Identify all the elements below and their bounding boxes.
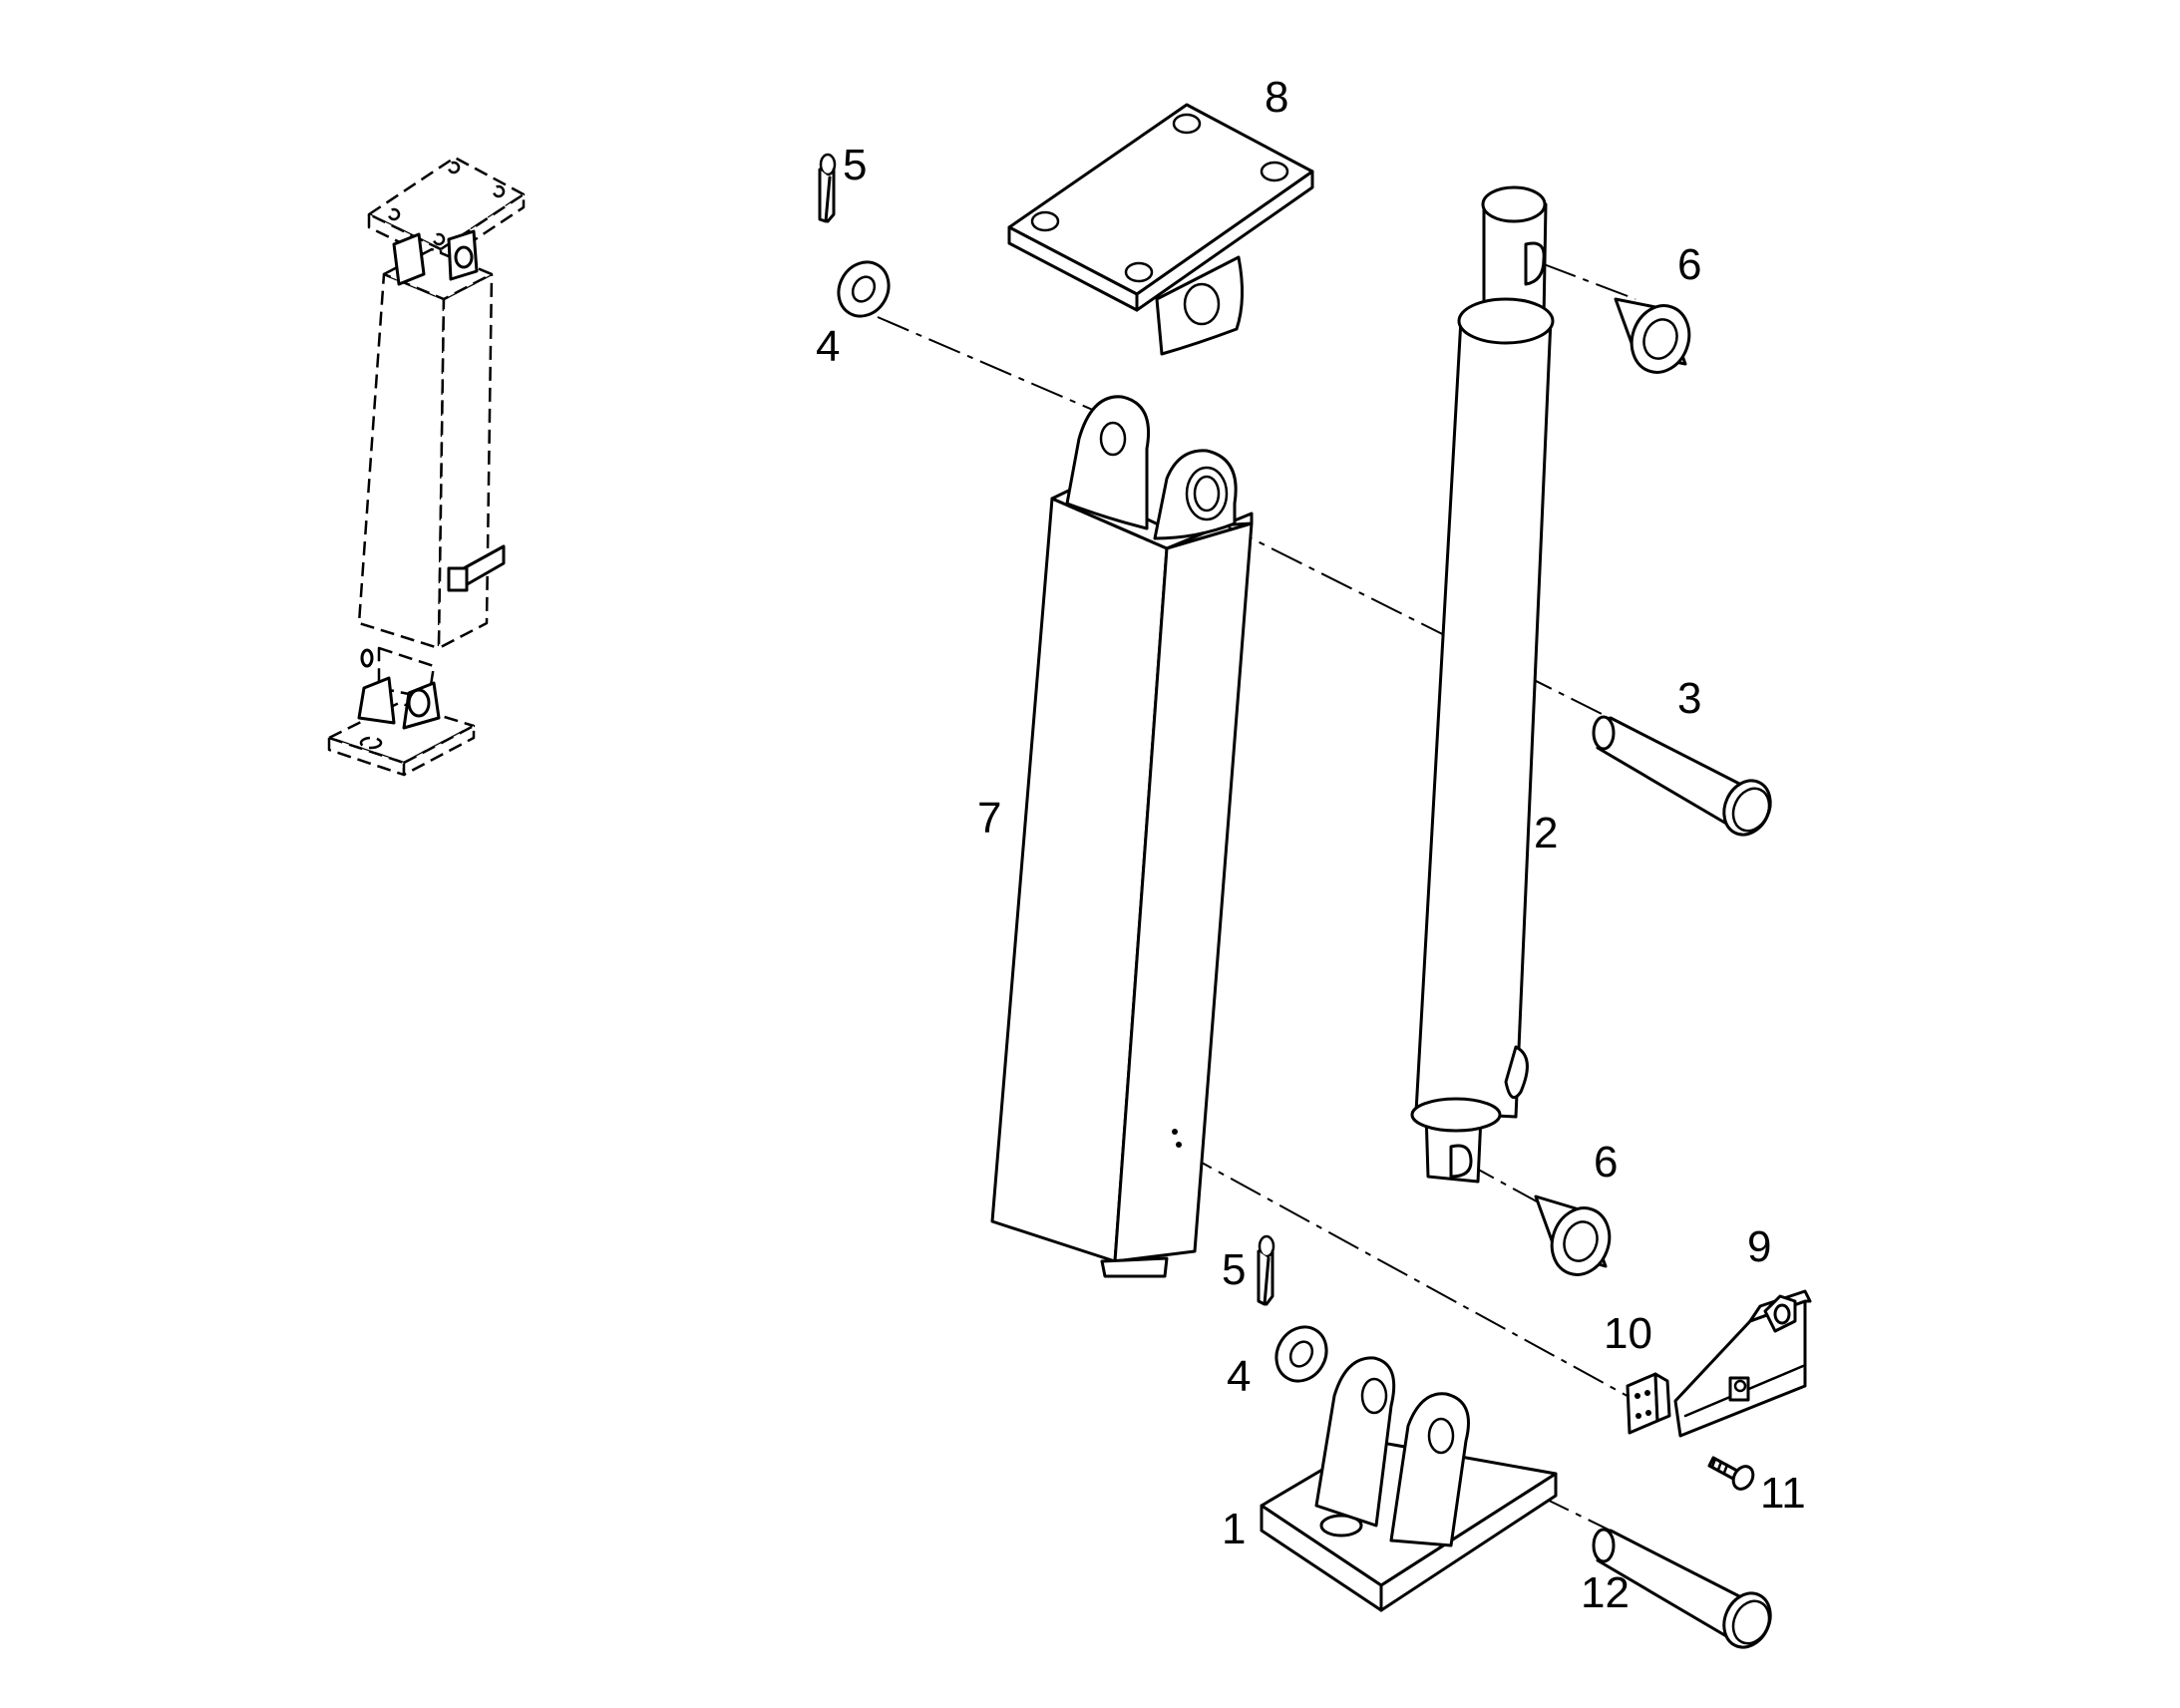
part-4-washer-bottom[interactable] — [1267, 1318, 1336, 1390]
ghost-tube-front — [357, 272, 446, 650]
part-11-screw[interactable] — [1707, 1456, 1757, 1493]
leader-washer-to-tube — [877, 316, 1103, 415]
callout-12: 12 — [1581, 1568, 1630, 1617]
part-6-bushing-top[interactable] — [1614, 297, 1698, 380]
callout-3: 3 — [1677, 674, 1701, 723]
base-clevis-left — [1314, 1356, 1396, 1528]
callout-1: 1 — [1222, 1505, 1246, 1553]
part-8-top-mounting-plate[interactable] — [1007, 103, 1314, 356]
part-9-locking-bracket[interactable] — [1673, 1289, 1812, 1438]
part-5-cotter-pin-bottom[interactable] — [1257, 1234, 1275, 1306]
callout-10: 10 — [1604, 1309, 1652, 1358]
base-clevis-right — [1389, 1392, 1470, 1547]
callout-5-top: 5 — [843, 141, 867, 189]
part-2-hydraulic-cylinder[interactable] — [1410, 185, 1555, 1184]
part-4-washer-top[interactable] — [829, 253, 899, 325]
callout-2: 2 — [1534, 809, 1558, 857]
tube-lug-left — [1065, 395, 1151, 530]
callout-8: 8 — [1265, 73, 1288, 122]
tube-bottom-foot — [1100, 1256, 1169, 1278]
ghost-tube-side — [437, 272, 494, 650]
part-10-clip-plate[interactable] — [1626, 1372, 1671, 1435]
leader-tube-to-bracket — [1181, 1151, 1646, 1407]
ghost-clevis — [357, 676, 396, 725]
part-12-clevis-pin-lower[interactable] — [1592, 1528, 1779, 1655]
leader-rod-to-bushing-top — [1543, 263, 1636, 300]
part-1-base-plate-with-clevis[interactable] — [1260, 1356, 1558, 1612]
callout-labels: 8 5 4 6 3 7 2 6 9 5 10 4 11 1 12 — [816, 73, 1806, 1617]
assembled-view-ghost — [327, 156, 526, 777]
callout-4-top: 4 — [816, 322, 840, 371]
callout-6-top: 6 — [1677, 240, 1701, 289]
part-7-outer-tube[interactable] — [990, 395, 1254, 1278]
part-3-clevis-pin-upper[interactable] — [1592, 715, 1779, 843]
callout-4-bottom: 4 — [1227, 1352, 1251, 1401]
callout-7: 7 — [977, 794, 1001, 843]
callout-6-bottom: 6 — [1594, 1138, 1618, 1187]
callout-9: 9 — [1747, 1222, 1771, 1271]
callout-5-bottom: 5 — [1222, 1245, 1246, 1294]
part-5-cotter-pin-top[interactable] — [818, 153, 837, 223]
callout-11: 11 — [1760, 1469, 1806, 1518]
part-6-bushing-bottom[interactable] — [1534, 1195, 1619, 1283]
leader-tube-to-pin — [1221, 522, 1627, 727]
cylinder-barrel — [1414, 317, 1553, 1119]
tube-side-face — [1113, 521, 1254, 1263]
top-plate-lug — [1155, 255, 1245, 356]
